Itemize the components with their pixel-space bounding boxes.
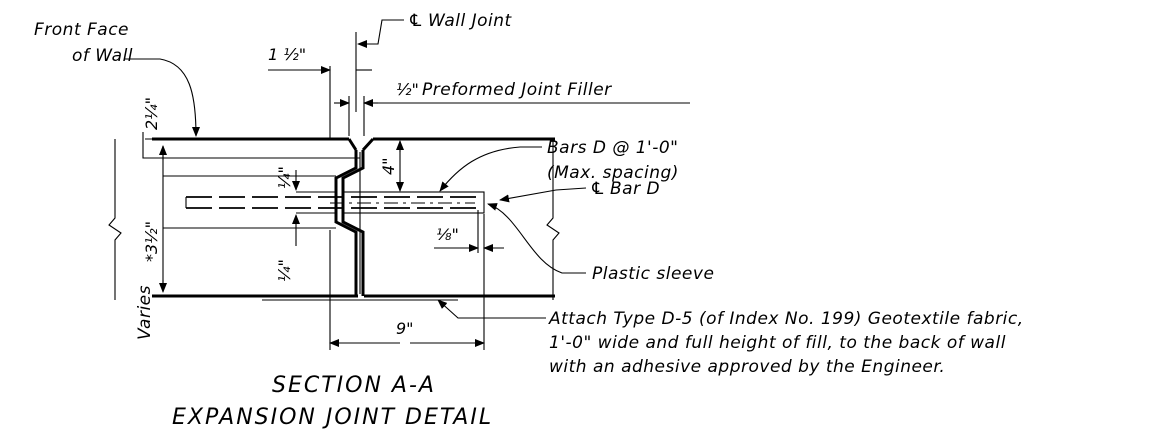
bars-d-leader: [439, 146, 542, 192]
dowel-assembly: [185, 191, 485, 214]
wall-joint-label: Wall Joint: [428, 11, 513, 31]
note-line-1: Attach Type D-5 (of Index No. 199) Geote…: [548, 309, 1024, 329]
front-face-label-1: Front Face: [34, 20, 129, 40]
dimension-lines: [142, 32, 690, 350]
joint-filler: [334, 150, 365, 296]
dim-one-and-half: 1 ½": [268, 45, 306, 64]
leaders: [124, 19, 587, 319]
wall-joint-leader: [357, 19, 404, 48]
note-line-2: 1'-0" wide and full height of fill, to t…: [549, 333, 1006, 353]
title-line-1: SECTION A-A: [272, 373, 436, 398]
front-face-label-2: of Wall: [72, 46, 133, 66]
left-chamfer: [347, 138, 358, 151]
plastic-sleeve-leader: [487, 203, 586, 274]
dim-2quarter-leader: [142, 132, 160, 159]
title-line-2: EXPANSION JOINT DETAIL: [172, 405, 493, 430]
bars-d-label-1: Bars D @ 1'-0": [547, 138, 679, 158]
cl-bar-d-symbol: ℄: [590, 179, 606, 199]
left-break-line: [108, 139, 122, 300]
front-face-leader: [124, 58, 200, 137]
dim-nine: 9": [396, 319, 414, 338]
bars-d-label-2: (Max. spacing): [547, 163, 679, 183]
joint-left-face: [334, 150, 358, 296]
plastic-sleeve-label: Plastic sleeve: [592, 264, 714, 284]
plastic-sleeve: [342, 191, 485, 214]
varies-label: Varies: [135, 285, 155, 340]
geotextile-leader: [437, 299, 546, 319]
dim-quarter-bottom: ¼": [275, 259, 294, 282]
dim-four: 4": [379, 157, 398, 175]
dim-quarter-top: ¼": [275, 166, 294, 189]
joint-filler-label: Preformed Joint Filler: [422, 80, 612, 100]
dim-half: ½": [396, 80, 419, 99]
bar-d-cl-leader: [499, 187, 587, 203]
dim-eighth: ⅛": [436, 225, 459, 244]
dim-two-and-quarter: 2¼": [142, 97, 161, 130]
right-break-line: [546, 139, 560, 300]
note-line-3: with an adhesive approved by the Enginee…: [549, 357, 945, 377]
right-chamfer: [361, 137, 375, 152]
bar-d-label: Bar D: [610, 179, 660, 199]
wall-outline: [152, 137, 555, 298]
cl-wall-joint-symbol: ℄: [408, 11, 424, 31]
dim-three-and-half: *3½": [142, 221, 161, 262]
